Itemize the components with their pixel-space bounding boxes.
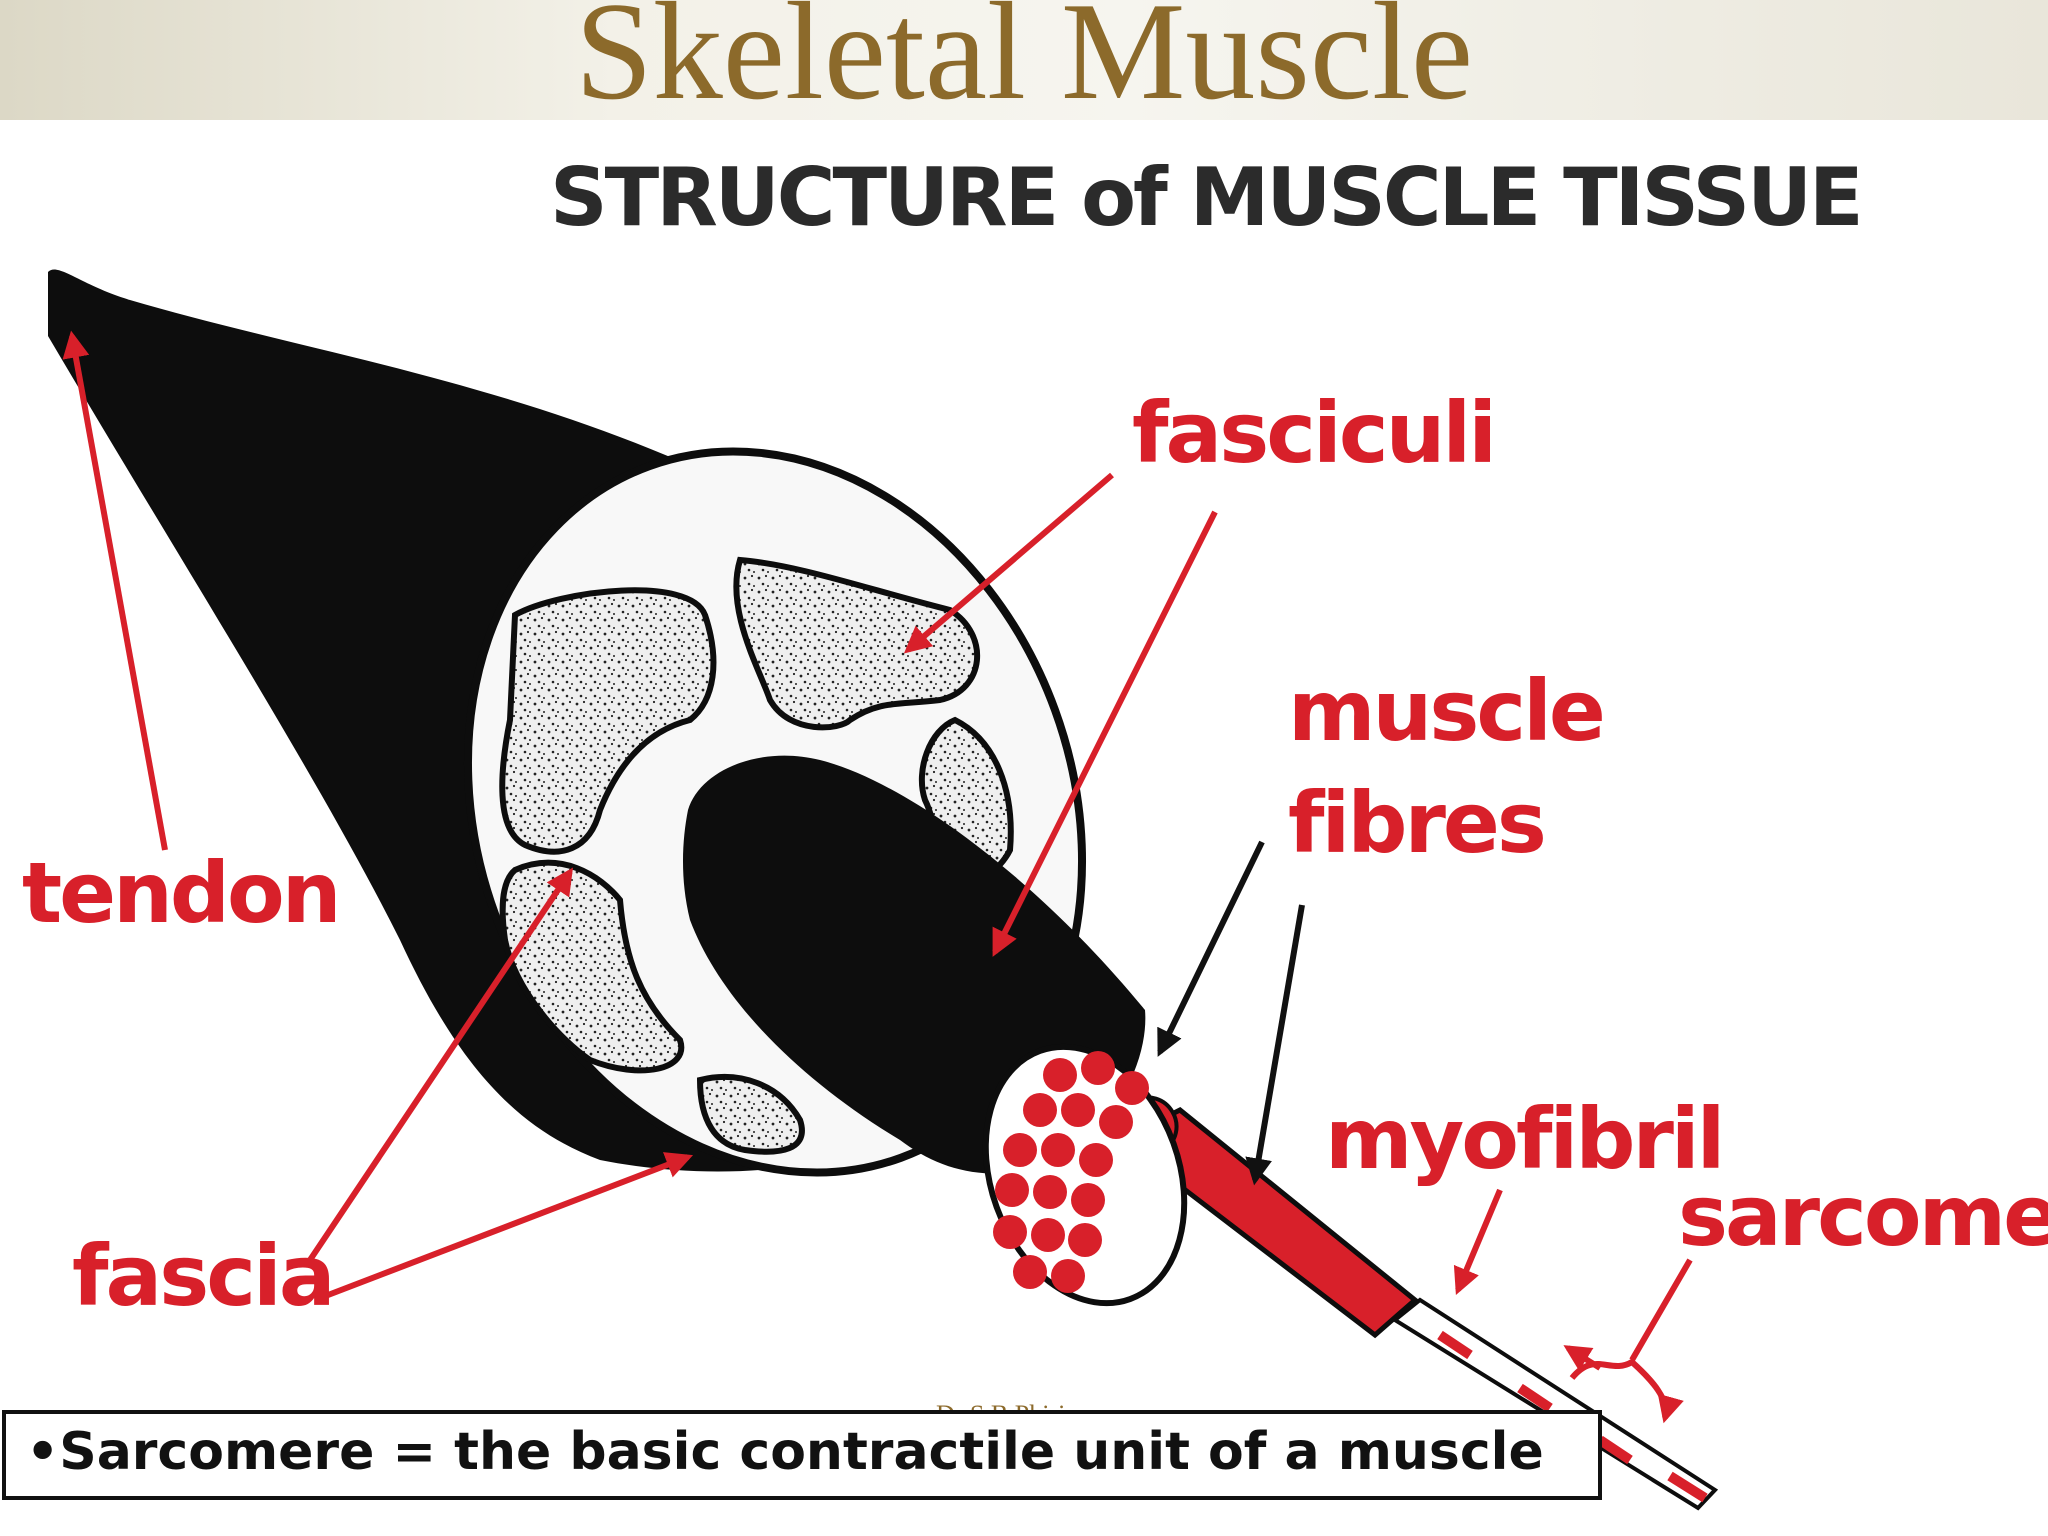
sarcomere-band <box>1597 1435 1633 1465</box>
myofibril-dot <box>993 1215 1027 1249</box>
myofibril-dot <box>1013 1255 1047 1289</box>
arrow-sarcomere <box>1629 1258 1693 1362</box>
arrow-fasciculi-to-fascicle <box>992 510 1218 957</box>
myofibril-dot <box>1033 1175 1067 1209</box>
label-arrows <box>62 330 1693 1424</box>
myofibril-dot <box>1003 1133 1037 1167</box>
sarcomere-band <box>1667 1471 1708 1503</box>
myofibril-dot <box>1051 1259 1085 1293</box>
myofibril-dot <box>1031 1218 1065 1252</box>
label-fascia: fascia <box>72 1227 333 1325</box>
arrow-fasciculi-to-bundle <box>903 472 1114 654</box>
caption-box: •Sarcomere = the basic contractile unit … <box>2 1410 1602 1500</box>
diagram-subtitle: STRUCTURE of MUSCLE TISSUE <box>550 151 1861 244</box>
label-muscle-fibres-line1: muscle <box>1288 662 1603 760</box>
sarcomere-bands <box>1437 1330 1708 1503</box>
sarcomere-band <box>1517 1383 1553 1413</box>
myofibril-dot <box>1043 1058 1077 1092</box>
myofibril-dot <box>1068 1223 1102 1257</box>
myofibril-dot <box>1071 1183 1105 1217</box>
label-tendon: tendon <box>22 844 339 942</box>
label-fasciculi: fasciculi <box>1132 384 1494 482</box>
caption-text: •Sarcomere = the basic contractile unit … <box>26 1422 1544 1482</box>
arrow-tendon <box>62 330 168 851</box>
myofibril-dot <box>1041 1133 1075 1167</box>
myofibril-dot <box>1079 1143 1113 1177</box>
myofibril-dot <box>1081 1051 1115 1085</box>
myofibril-dot <box>1115 1071 1149 1105</box>
slide-title: Skeletal Muscle <box>574 0 1474 129</box>
fasciculus <box>696 1074 805 1155</box>
title-band <box>0 0 2048 120</box>
label-myofibril: myofibril <box>1325 1090 1722 1188</box>
arrow-fascia-outer <box>313 1152 694 1303</box>
arrow-muscle-fibres-b <box>1245 904 1305 1186</box>
myofibril-dots <box>993 1051 1149 1293</box>
fasciculus <box>733 556 981 731</box>
myofibril-dot <box>1023 1093 1057 1127</box>
arrow-sarcomere-left <box>1563 1345 1602 1371</box>
myofibril-dot <box>1099 1105 1133 1139</box>
label-sarcomere: sarcomere <box>1678 1167 2048 1265</box>
myofibril-dot <box>1061 1093 1095 1127</box>
arrow-muscle-fibres-a <box>1157 840 1265 1057</box>
myofibril-dot <box>995 1173 1029 1207</box>
fasciculi-group <box>499 556 1014 1155</box>
fasciculus <box>499 859 685 1074</box>
arrow-myofibril <box>1453 1188 1503 1295</box>
arrow-fascia-inner <box>307 867 574 1262</box>
sarcomere-band <box>1437 1330 1473 1360</box>
muscle-structure-diagram: STRUCTURE of MUSCLE TISSUE <box>0 120 2048 1536</box>
diagram-canvas: STRUCTURE of MUSCLE TISSUE <box>22 151 2048 1511</box>
label-muscle-fibres-line2: fibres <box>1288 774 1544 872</box>
fasciculus <box>499 587 717 855</box>
